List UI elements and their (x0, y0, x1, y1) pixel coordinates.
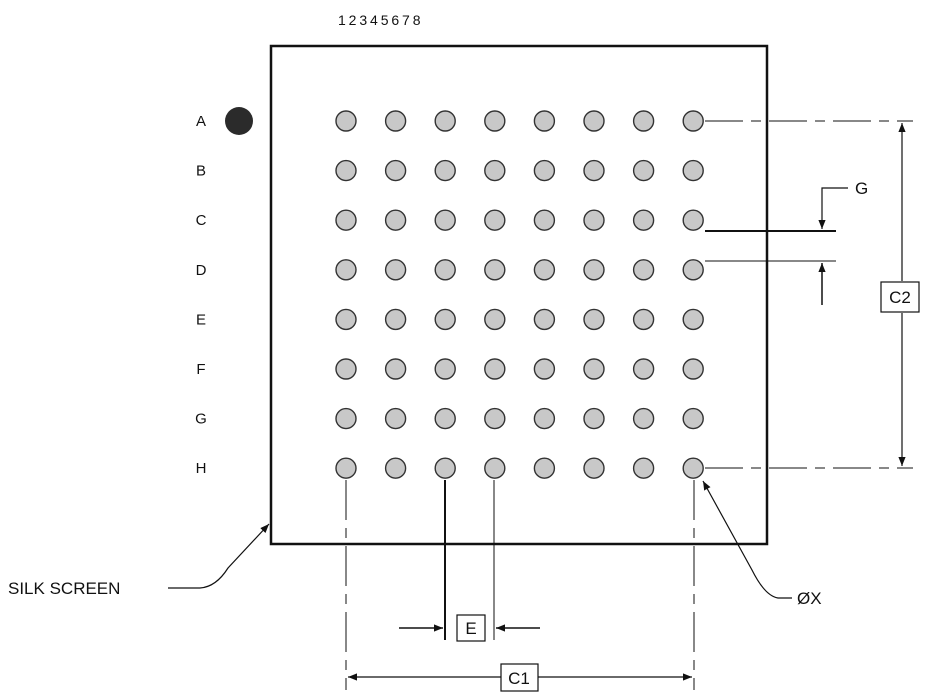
ball-pad (384, 407, 407, 430)
ball-pad (434, 308, 456, 331)
ball-diameter-label: ØX (797, 589, 822, 608)
dimension-e: E (399, 614, 540, 642)
column-numbers-header: 1 2 3 4 5 6 7 8 (338, 12, 421, 28)
ball-pad (484, 110, 506, 132)
silk-screen-outline (269, 44, 769, 546)
ball-pad (484, 407, 506, 430)
ball-pad (632, 110, 655, 132)
ball-pad (335, 407, 357, 430)
dimension-g: G (705, 179, 868, 305)
ball-pad (682, 308, 704, 331)
c2-label: C2 (889, 288, 911, 307)
row-label: E (196, 311, 206, 328)
row-label: C (196, 212, 207, 229)
ball-pad (335, 259, 357, 281)
ball-pad (434, 159, 456, 182)
ball-pad (484, 308, 506, 331)
ball-pad (583, 308, 605, 331)
ball-pad (533, 110, 556, 132)
ball-pad (632, 259, 655, 281)
silk-screen-leader (168, 523, 270, 589)
ball-pad (533, 358, 556, 380)
ball-pad (434, 358, 456, 380)
ball-pad (632, 358, 655, 380)
ball-pad (335, 209, 357, 231)
ball-pad (484, 259, 506, 281)
row-label: G (195, 411, 207, 428)
ball-pad (682, 358, 704, 380)
dimension-c1: C1 (348, 663, 692, 692)
ball-pad (533, 308, 556, 331)
ball-pad (335, 308, 357, 331)
row-label: D (196, 262, 207, 279)
ball-pad (384, 209, 407, 231)
ball-pad (583, 259, 605, 281)
e-label-box (456, 614, 486, 642)
ball-pad (484, 209, 506, 231)
ball-pad (434, 407, 456, 430)
ball-pad (583, 209, 605, 231)
row-label: H (196, 460, 207, 477)
ball-pad (682, 110, 704, 132)
ball-pad (384, 308, 407, 331)
ball-pad (682, 159, 704, 182)
c1-label: C1 (508, 669, 530, 688)
ball-pad (434, 110, 456, 132)
g-label: G (855, 179, 868, 198)
ball-pad (384, 457, 407, 479)
ball-pad (632, 308, 655, 331)
ball-pad (335, 358, 357, 380)
ball-pad (384, 159, 407, 182)
pin1-marker (225, 107, 253, 135)
ball-pad (434, 209, 456, 231)
ball-pad (484, 457, 506, 479)
ball-pad (682, 209, 704, 231)
dimension-c2: C2 (705, 120, 920, 469)
ball-diameter-callout: ØX (702, 480, 822, 608)
row-label: A (196, 113, 206, 130)
ball-pad (583, 110, 605, 132)
ball-pad (484, 358, 506, 380)
ball-pad (384, 259, 407, 281)
ball-pad (632, 159, 655, 182)
ball-pad (434, 259, 456, 281)
ball-grid (335, 110, 704, 479)
c2-label-box (880, 281, 920, 313)
ball-pad (632, 209, 655, 231)
ball-pad (682, 407, 704, 430)
ball-pad (335, 457, 357, 479)
c1-label-box (500, 663, 539, 692)
ball-pad (533, 407, 556, 430)
ball-pad (583, 407, 605, 430)
bottom-extension-lines (345, 480, 695, 690)
ball-pad (533, 159, 556, 182)
g-leader-top (818, 187, 848, 229)
ball-pad (434, 457, 456, 479)
ball-diameter-leader (702, 480, 792, 599)
ball-pad (533, 457, 556, 479)
ball-pad (632, 457, 655, 479)
ball-pad (335, 159, 357, 182)
ball-pad (583, 358, 605, 380)
row-label: F (196, 361, 205, 378)
silk-screen-callout: SILK SCREEN (8, 523, 270, 598)
ball-pad (384, 110, 407, 132)
row-label: B (196, 163, 206, 180)
silk-screen-label: SILK SCREEN (8, 579, 120, 598)
ball-pad (384, 358, 407, 380)
ball-pad (533, 259, 556, 281)
ball-pad (632, 407, 655, 430)
ball-pad (484, 159, 506, 182)
ball-pad (682, 259, 704, 281)
ball-pad (583, 159, 605, 182)
row-labels: A B C D E F G H (195, 113, 207, 477)
e-label: E (465, 619, 476, 638)
ball-pad (335, 110, 357, 132)
ball-pad (682, 457, 704, 479)
ball-pad (533, 209, 556, 231)
ball-pad (583, 457, 605, 479)
